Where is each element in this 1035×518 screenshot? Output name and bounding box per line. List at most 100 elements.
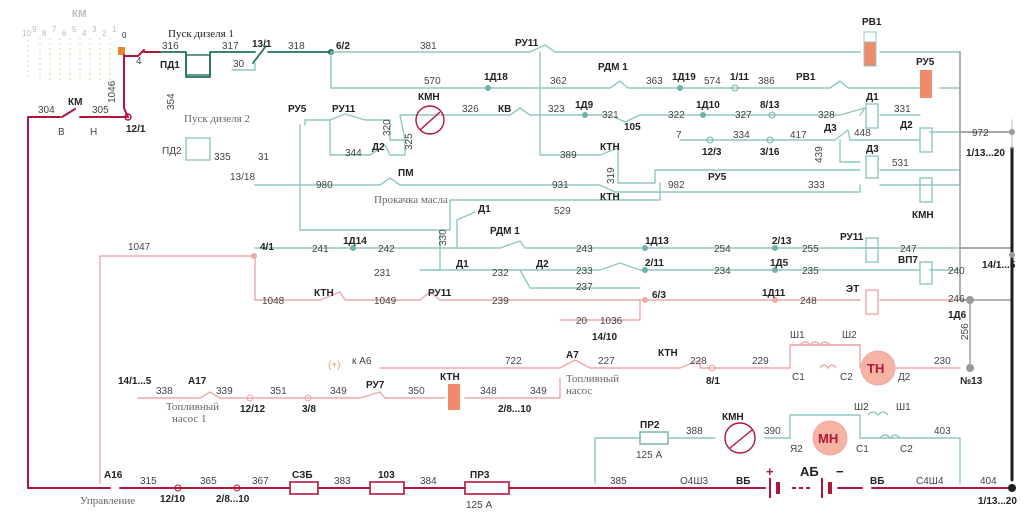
wire-1046: 1046 bbox=[107, 80, 118, 103]
node-13-1: 13/1 bbox=[252, 39, 272, 50]
device-d1-left: Д1 bbox=[478, 204, 491, 215]
wire-365: 365 bbox=[200, 476, 217, 487]
node-6-2: 6/2 bbox=[336, 41, 350, 52]
device-d2-mid: Д2 bbox=[372, 142, 385, 153]
wire-1047: 1047 bbox=[128, 242, 151, 253]
wire-256: 256 bbox=[960, 323, 971, 340]
coil-ru5 bbox=[920, 70, 932, 98]
km-tick-10: 10 bbox=[22, 29, 31, 38]
node-1d6: 1Д6 bbox=[948, 310, 967, 321]
fuse-pr2 bbox=[639, 431, 669, 445]
fuse-pr3 bbox=[464, 481, 510, 495]
device-a16: А16 bbox=[104, 470, 123, 481]
mn-ya2: Я2 bbox=[790, 444, 803, 455]
wire-31: 31 bbox=[258, 152, 270, 163]
wire-320: 320 bbox=[382, 119, 393, 136]
wire-386: 386 bbox=[758, 76, 775, 87]
wire-348: 348 bbox=[480, 386, 497, 397]
node-8-1: 8/1 bbox=[706, 376, 720, 387]
node-13-18: 13/18 bbox=[230, 172, 255, 183]
node-6-3: 6/3 bbox=[652, 290, 666, 301]
node-1-13-20-top: 1/13...20 bbox=[966, 148, 1005, 159]
device-d1-coil: Д1 bbox=[866, 92, 879, 103]
wire-982: 982 bbox=[668, 180, 685, 191]
device-ru11-bottom: РУ11 bbox=[428, 288, 452, 299]
wire-326: 326 bbox=[462, 104, 479, 115]
device-vp7: ВП7 bbox=[898, 255, 918, 266]
km-tick-9: 9 bbox=[32, 25, 37, 34]
toplivny-nasos-a: Топливный bbox=[566, 373, 619, 385]
wire-239: 239 bbox=[492, 296, 509, 307]
wire-388: 388 bbox=[686, 426, 703, 437]
toplivny-nasos-1-b: насос 1 bbox=[172, 413, 207, 425]
wire-439: 439 bbox=[814, 146, 825, 163]
wire-980: 980 bbox=[316, 180, 333, 191]
node-1d19: 1Д19 bbox=[672, 72, 696, 83]
fuse-c3b bbox=[289, 481, 319, 495]
node-o4sh3: О4Ш3 bbox=[680, 476, 709, 487]
wire-403: 403 bbox=[934, 426, 951, 437]
node-1d18: 1Д18 bbox=[484, 72, 508, 83]
mn-sh1: Ш1 bbox=[896, 402, 911, 413]
km-pos-b: В bbox=[58, 127, 65, 138]
wire-255: 255 bbox=[802, 244, 819, 255]
device-ktn-top: КТН bbox=[600, 142, 620, 153]
toplivny-nasos-1-a: Топливный bbox=[166, 401, 219, 413]
km-tick-5: 5 bbox=[72, 25, 77, 34]
pr3-rating: 125 А bbox=[466, 500, 492, 511]
km-tick-4: 4 bbox=[82, 29, 87, 38]
upravlenie: Управление bbox=[80, 495, 135, 507]
motor-tn bbox=[860, 350, 896, 386]
device-ru11-coil: РУ11 bbox=[840, 232, 864, 243]
wire-362: 362 bbox=[550, 76, 567, 87]
wire-234: 234 bbox=[714, 266, 731, 277]
node-2-13: 2/13 bbox=[772, 236, 792, 247]
wire-319: 319 bbox=[606, 167, 617, 184]
device-ru11-top: РУ11 bbox=[515, 38, 539, 49]
wire-305: 305 bbox=[92, 105, 109, 116]
labels: КМ В Н 304 305 12/1 1046 4 316 Пуск дизе… bbox=[38, 17, 1017, 511]
wire-323: 323 bbox=[548, 104, 565, 115]
pr2-rating: 125 А bbox=[636, 450, 662, 461]
device-pd2: ПД2 bbox=[162, 146, 182, 157]
device-pr3: ПР3 bbox=[470, 470, 490, 481]
wire-237: 237 bbox=[576, 282, 593, 293]
battery-ab: АБ bbox=[800, 464, 819, 479]
kmn-gauge-2 bbox=[724, 422, 756, 454]
mn-sh2: Ш2 bbox=[854, 402, 869, 413]
tn-d2: Д2 bbox=[898, 372, 911, 383]
wire-404: 404 bbox=[980, 476, 997, 487]
device-pd1: ПД1 bbox=[160, 60, 180, 71]
wire-367: 367 bbox=[252, 476, 269, 487]
wire-529: 529 bbox=[554, 206, 571, 217]
device-rv1-contact: РВ1 bbox=[796, 72, 816, 83]
coil-et bbox=[865, 289, 879, 315]
wire-344: 344 bbox=[345, 148, 362, 159]
wire-335: 335 bbox=[214, 152, 231, 163]
buses bbox=[959, 51, 1014, 482]
device-pr2: ПР2 bbox=[640, 420, 660, 431]
pd2-block bbox=[185, 137, 211, 161]
node-2-8-10-bottom: 2/8...10 bbox=[216, 494, 250, 505]
coil-vp7 bbox=[919, 261, 933, 285]
tn-sh2: Ш2 bbox=[842, 330, 857, 341]
wire-350: 350 bbox=[408, 386, 425, 397]
wire-317: 317 bbox=[222, 41, 239, 52]
wire-972: 972 bbox=[972, 128, 989, 139]
node-1d11: 1Д11 bbox=[762, 288, 786, 299]
device-d1-bottom: Д1 bbox=[456, 259, 469, 270]
wire-325: 325 bbox=[404, 133, 415, 150]
device-kmn-coil: КМН bbox=[912, 210, 934, 221]
device-kmn-pump: КМН bbox=[722, 412, 744, 423]
motors bbox=[415, 105, 901, 456]
wire-384: 384 bbox=[420, 476, 437, 487]
plus-sign: (+) bbox=[328, 360, 341, 371]
km-tick-1: 1 bbox=[112, 25, 117, 34]
wire-231: 231 bbox=[374, 268, 391, 279]
wire-4: 4 bbox=[136, 56, 142, 67]
wire-247: 247 bbox=[900, 244, 917, 255]
wire-363: 363 bbox=[646, 76, 663, 87]
battery-plus: + bbox=[766, 464, 774, 479]
